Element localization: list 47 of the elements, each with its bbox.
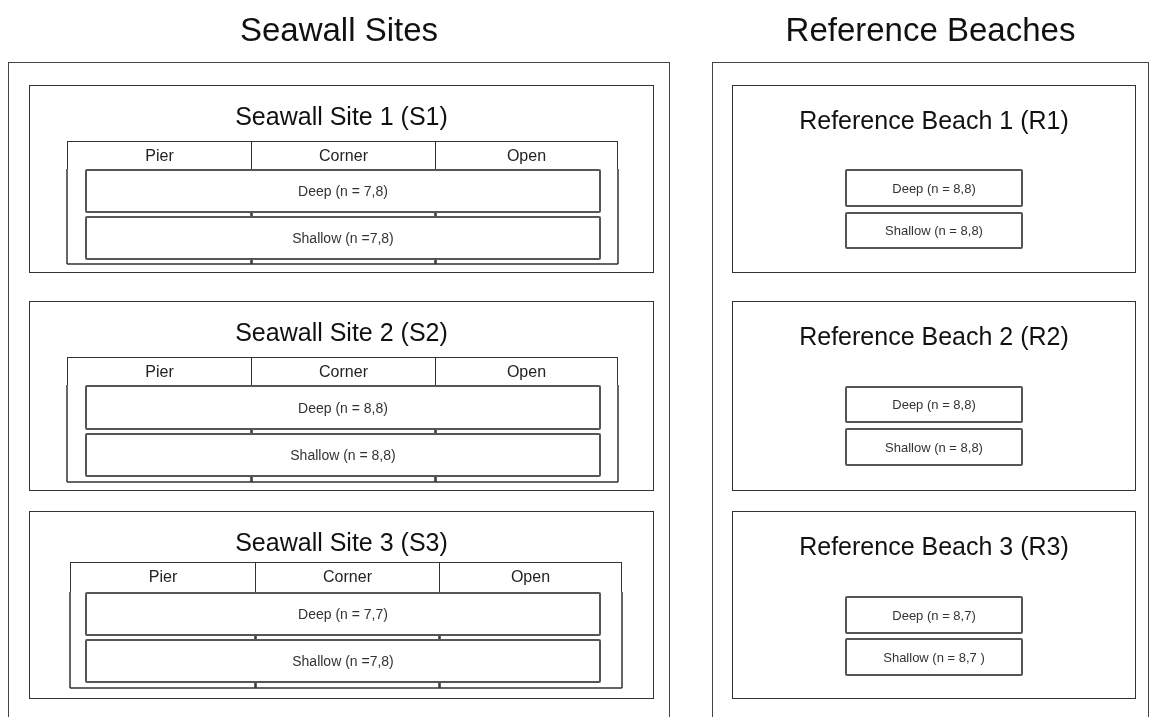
position-label: Open [510,567,551,587]
depth-box [85,433,601,477]
position-label: Open [506,362,547,382]
site-title: Reference Beach 3 (R3) [798,532,1070,561]
site-title: Seawall Site 1 (S1) [234,102,449,131]
site-title: Reference Beach 2 (R2) [798,322,1070,351]
position-label: Corner [323,567,372,587]
depth-box [845,386,1023,423]
site-title: Seawall Site 3 (S3) [234,528,449,557]
position-label: Corner [319,146,368,166]
depth-box [85,216,601,260]
depth-box [845,428,1023,466]
site-box [29,301,654,491]
depth-box [85,385,601,430]
depth-label: Shallow (n = 8,8) [885,223,983,238]
depth-box [85,592,601,636]
panel-heading: Reference Beaches [784,11,1077,49]
site-title: Seawall Site 2 (S2) [234,318,449,347]
depth-label: Shallow (n =7,8) [292,653,394,669]
depth-box [85,169,601,213]
position-label: Pier [148,567,178,587]
depth-label: Deep (n = 8,8) [892,397,976,412]
site-box [29,85,654,273]
position-label: Open [506,146,547,166]
depth-label: Deep (n = 7,8) [298,183,388,199]
site-box [732,85,1136,273]
depth-label: Deep (n = 8,7) [892,607,976,623]
depth-box [85,639,601,683]
panel-heading: Seawall Sites [238,11,440,49]
site-box [732,301,1136,491]
depth-box [845,596,1023,634]
depth-label: Shallow (n =7,8) [292,230,394,246]
depth-box [845,212,1023,249]
depth-label: Shallow (n = 8,8) [290,447,396,463]
depth-label: Shallow (n = 8,8) [885,439,983,455]
position-label: Pier [145,146,174,166]
depth-label: Shallow (n = 8,7 ) [883,649,985,665]
depth-box [845,169,1023,207]
depth-label: Deep (n = 7,7) [298,606,388,622]
position-label: Corner [319,362,368,382]
site-title: Reference Beach 1 (R1) [798,106,1070,135]
depth-box [845,638,1023,676]
position-label: Pier [145,362,174,382]
depth-label: Deep (n = 8,8) [298,399,388,416]
depth-label: Deep (n = 8,8) [892,180,976,196]
site-box [29,511,654,699]
site-box [732,511,1136,699]
